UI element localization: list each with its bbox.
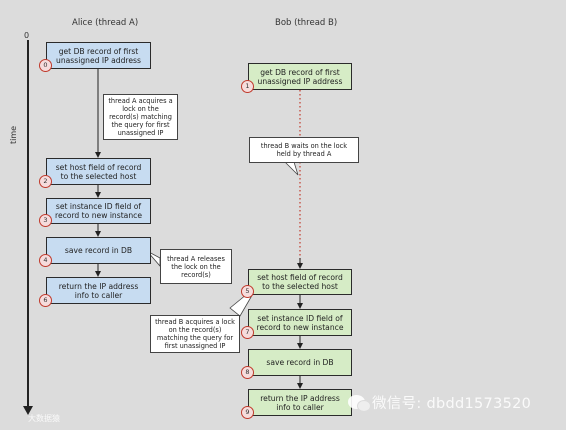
alice-step-4-box: save record in DB (46, 237, 151, 264)
watermark-small: 大数据猿 (28, 414, 60, 423)
alice-step-3-number: 3 (39, 214, 52, 227)
alice-step-4-number: 4 (39, 254, 52, 267)
alice-step-6-text: return the IP address info to caller (58, 281, 139, 300)
callout-thread-a-releases-lock: thread A releases the lock on the record… (160, 249, 232, 284)
bob-lane-title: Bob (thread B) (275, 18, 338, 28)
alice-step-2-number: 2 (39, 175, 52, 188)
bob-step-8-box: save record in DB (248, 349, 352, 376)
bob-step-5-box: set host field of record to the selected… (248, 269, 352, 295)
callout-tail-b-waits (284, 161, 299, 176)
callout-thread-b-waits: thread B waits on the lock held by threa… (249, 137, 359, 163)
bob-step-1-text: get DB record of first unassigned IP add… (257, 67, 343, 86)
bob-step-7-number: 7 (241, 326, 254, 339)
bob-step-9-text: return the IP address info to caller (260, 393, 340, 412)
bob-step-5-text: set host field of record to the selected… (257, 273, 343, 291)
alice-step-0-number: 0 (39, 59, 52, 72)
callout-thread-b-acquires-lock: thread B acquires a lock on the record(s… (150, 315, 240, 353)
watermark-wechat-id: 微信号: dbdd1573520 (372, 396, 532, 412)
time-zero-label: 0 (24, 31, 30, 40)
time-axis (27, 40, 29, 408)
alice-step-0-text: get DB record of first unassigned IP add… (56, 46, 141, 65)
bob-step-8-number: 8 (241, 366, 254, 379)
alice-lane-title: Alice (thread A) (72, 18, 139, 28)
bob-step-9-number: 9 (241, 406, 254, 419)
wechat-logo-icon (348, 395, 371, 412)
alice-step-3-text: set instance ID field of record to new i… (55, 202, 142, 220)
alice-step-2-box: set host field of record to the selected… (46, 158, 151, 185)
bob-step-9-box: return the IP address info to caller (248, 389, 352, 416)
alice-step-4-text: save record in DB (64, 246, 133, 255)
alice-step-3-box: set instance ID field of record to new i… (46, 198, 151, 224)
callout-thread-a-acquires-lock: thread A acquires a lock on the record(s… (103, 94, 178, 140)
alice-step-0-box: get DB record of first unassigned IP add… (46, 42, 151, 69)
bob-step-1-box: get DB record of first unassigned IP add… (248, 63, 352, 90)
time-axis-arrowhead (23, 406, 33, 415)
alice-step-2-text: set host field of record to the selected… (55, 162, 142, 181)
bob-step-1-number: 1 (241, 80, 254, 93)
bob-step-7-text: set instance ID field of record to new i… (256, 313, 344, 332)
bob-step-5-number: 5 (241, 285, 254, 298)
alice-step-6-box: return the IP address info to caller (46, 277, 151, 304)
bob-step-8-text: save record in DB (266, 358, 334, 367)
alice-step-6-number: 6 (39, 294, 52, 307)
bob-step-7-box: set instance ID field of record to new i… (248, 309, 352, 336)
